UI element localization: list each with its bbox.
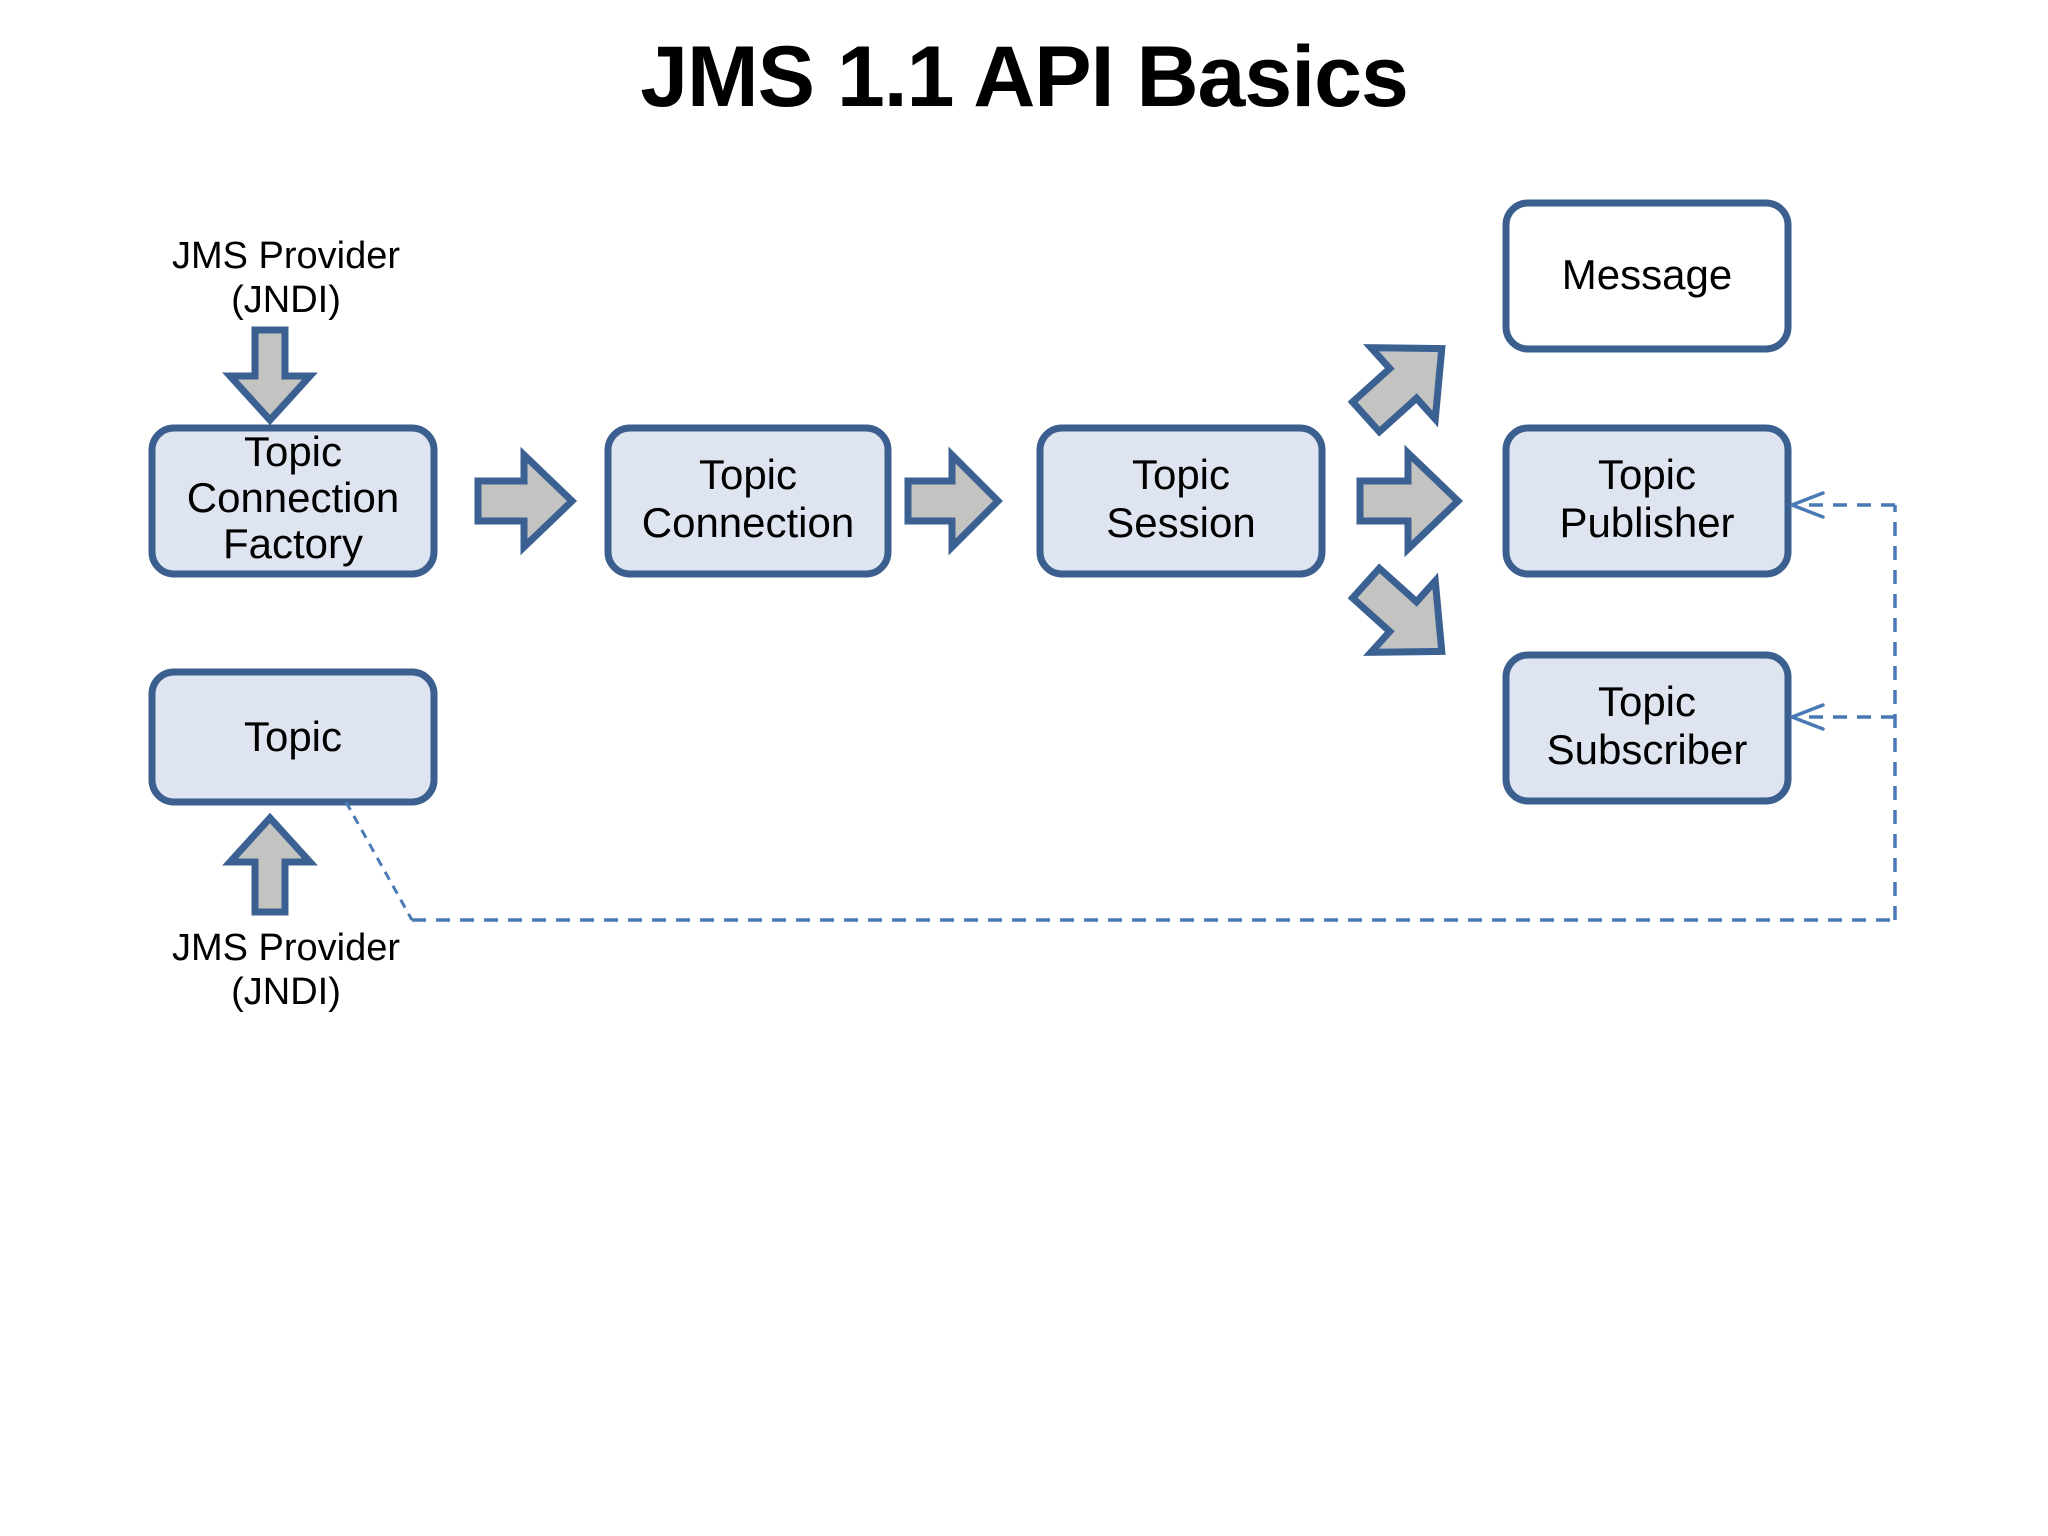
arrowhead-subscriber-icon [1790, 703, 1825, 731]
dashed-connector-network [344, 491, 1897, 922]
node-label-line: Connection [642, 499, 854, 546]
node-topic-connection[interactable]: Topic Connection [604, 424, 892, 578]
arrow-provider-to-factory-icon [222, 326, 318, 426]
arrowhead-publisher-icon [1790, 491, 1825, 519]
arrow-connection-to-session-icon [904, 446, 1003, 556]
node-topic-publisher[interactable]: Topic Publisher [1502, 424, 1792, 578]
node-label-line: Topic [1132, 451, 1230, 498]
node-topic[interactable]: Topic [148, 668, 438, 806]
node-box[interactable] [1502, 651, 1792, 805]
caption-jms-provider-top: JMS Provider (JNDI) [172, 235, 400, 321]
node-box[interactable] [148, 424, 438, 578]
node-label-line: Topic [244, 713, 342, 760]
caption-line: JMS Provider [172, 235, 400, 277]
node-label-line: Publisher [1559, 499, 1734, 546]
page-title: JMS 1.1 API Basics [640, 29, 1409, 125]
arrow-session-to-subscriber-icon [1347, 563, 1446, 656]
caption-line: (JNDI) [231, 279, 341, 321]
node-label-line: Topic [1598, 451, 1696, 498]
node-message[interactable]: Message [1502, 199, 1792, 353]
dashed-segment-diagonal [344, 801, 414, 921]
node-box[interactable] [148, 668, 438, 806]
node-label-line: Session [1106, 499, 1255, 546]
node-topic-connection-factory[interactable]: Topic Connection Factory [148, 424, 438, 578]
node-label-line: Topic [699, 451, 797, 498]
arrow-session-to-publisher-icon [1356, 444, 1464, 558]
arrow-session-to-message-icon [1347, 344, 1446, 437]
node-label-line: Connection [187, 474, 399, 521]
node-label-line: Topic [1598, 678, 1696, 725]
node-box[interactable] [1502, 424, 1792, 578]
arrow-provider-to-topic-icon [222, 812, 318, 916]
node-box[interactable] [1036, 424, 1326, 578]
node-box[interactable] [604, 424, 892, 578]
node-topic-session[interactable]: Topic Session [1036, 424, 1326, 578]
node-box[interactable] [1502, 199, 1792, 353]
caption-line: JMS Provider [172, 927, 400, 969]
node-topic-subscriber[interactable]: Topic Subscriber [1502, 651, 1792, 805]
node-label-line: Factory [223, 520, 363, 567]
node-label-line: Topic [244, 428, 342, 475]
caption-line: (JNDI) [231, 971, 341, 1013]
node-label-line: Message [1562, 251, 1732, 298]
arrow-factory-to-connection-icon [474, 446, 578, 556]
caption-jms-provider-bottom: JMS Provider (JNDI) [172, 927, 400, 1013]
node-label-line: Subscriber [1547, 726, 1748, 773]
